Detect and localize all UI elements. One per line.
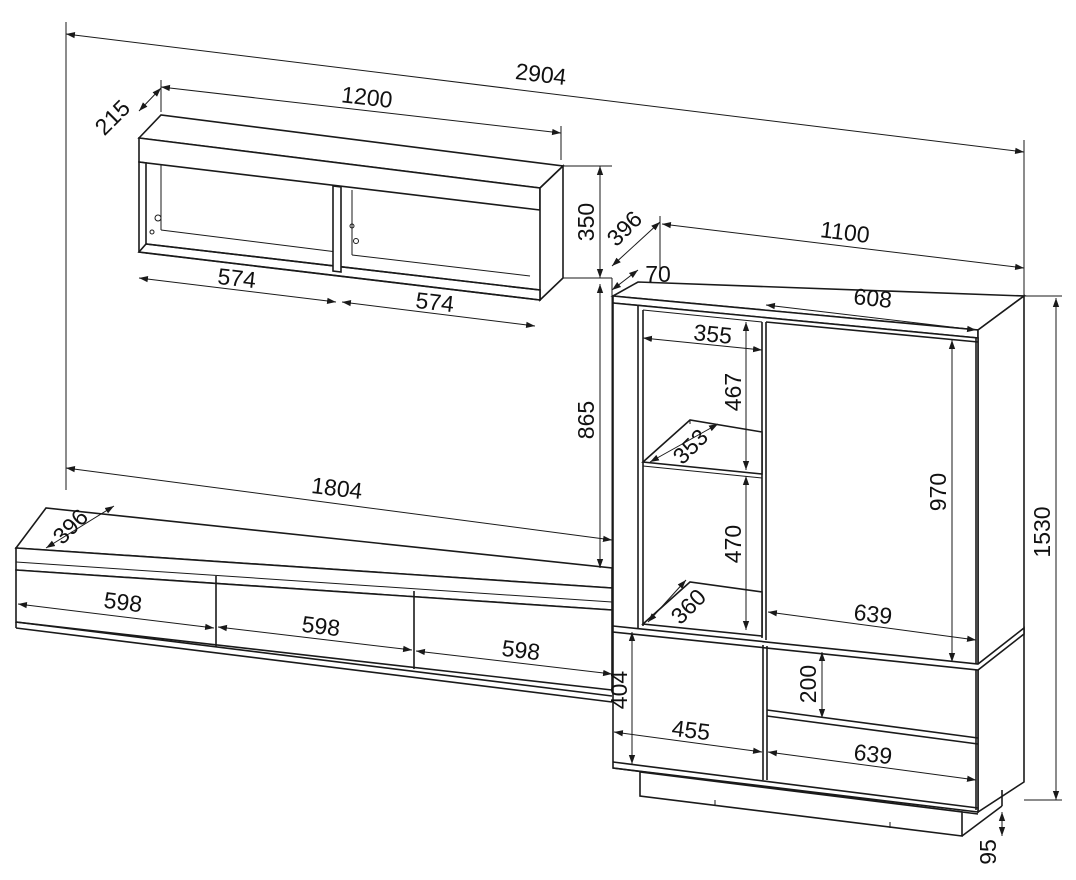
wall-shelf [137,114,565,302]
dim-lower-left-height: 404 [606,671,632,710]
dim-door-width: 608 [852,283,893,313]
dim-door-height: 970 [925,473,951,511]
dim-shelf-gap-height: 865 [573,401,599,439]
dim-glass-lower-height: 470 [720,525,746,563]
dim-shelf-height: 350 [573,203,599,241]
dim-shelf-width: 1200 [340,81,394,113]
dim-glass-upper-height: 467 [720,373,746,411]
dim-plinth-height: 95 [975,839,1001,865]
dim-tv-drawer-2: 598 [300,611,341,641]
dim-tv-unit-width: 1804 [310,472,364,504]
dim-cabinet-depth: 396 [602,206,648,252]
dim-drawer-width: 639 [852,739,893,769]
dim-glass-section-width: 355 [692,319,733,349]
dim-tv-drawer-3: 598 [500,635,541,665]
dim-cabinet-total-height: 1530 [1029,506,1055,557]
dimension-lines [17,22,1062,836]
dim-cabinet-width: 1100 [819,216,871,248]
dim-door-inner-width: 639 [852,599,893,629]
dim-shelf-compartment-left: 574 [216,263,257,293]
dim-cabinet-top-offset: 70 [645,261,671,287]
dim-tv-drawer-1: 598 [102,587,143,617]
dim-shelf-compartment-right: 574 [414,287,455,317]
dim-total-width: 2904 [514,58,568,90]
dimension-labels: 2904 1200 215 350 574 574 865 1804 396 5… [48,58,1055,865]
dim-shelf-depth: 215 [90,95,136,141]
dim-lower-left-width: 455 [670,715,711,745]
dim-drawer-height: 200 [795,665,821,703]
tall-cabinet [610,281,1027,837]
